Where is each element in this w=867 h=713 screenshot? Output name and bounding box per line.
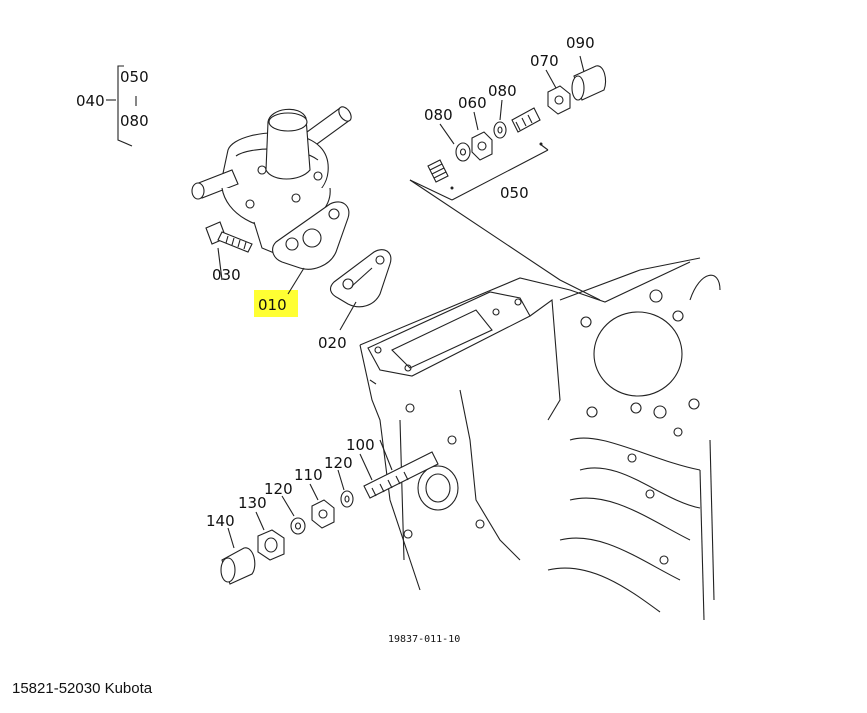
callout-050-mid: 050 (500, 184, 529, 202)
callout-050-top: 050 (120, 68, 149, 86)
callout-100: 100 (346, 436, 375, 454)
callout-030: 030 (212, 266, 241, 284)
callout-020: 020 (318, 334, 347, 352)
part-caption: 15821-52030 Kubota (12, 680, 153, 697)
callout-080-a: 080 (424, 106, 453, 124)
callout-010: 010 (258, 296, 287, 314)
engine-block (359, 257, 721, 621)
gasket-020 (329, 249, 392, 308)
callout-130: 130 (238, 494, 267, 512)
callout-140: 140 (206, 512, 235, 530)
bolt-030 (205, 221, 253, 253)
kit-050-group (409, 65, 607, 301)
callout-080-b: 080 (488, 82, 517, 100)
callout-120-b: 120 (264, 480, 293, 498)
lower-stud-kit (220, 451, 439, 585)
drawing-number: 19837-011-10 (388, 634, 460, 645)
pump-flange-010 (272, 201, 350, 270)
callout-070: 070 (530, 52, 559, 70)
leader-lines (106, 55, 585, 549)
callout-080-top: 080 (120, 112, 149, 130)
callout-040: 040 (76, 92, 105, 110)
callout-120-a: 120 (324, 454, 353, 472)
highlight-010 (254, 290, 298, 317)
callout-090: 090 (566, 34, 595, 52)
callout-110: 110 (294, 466, 323, 484)
callout-060: 060 (458, 94, 487, 112)
